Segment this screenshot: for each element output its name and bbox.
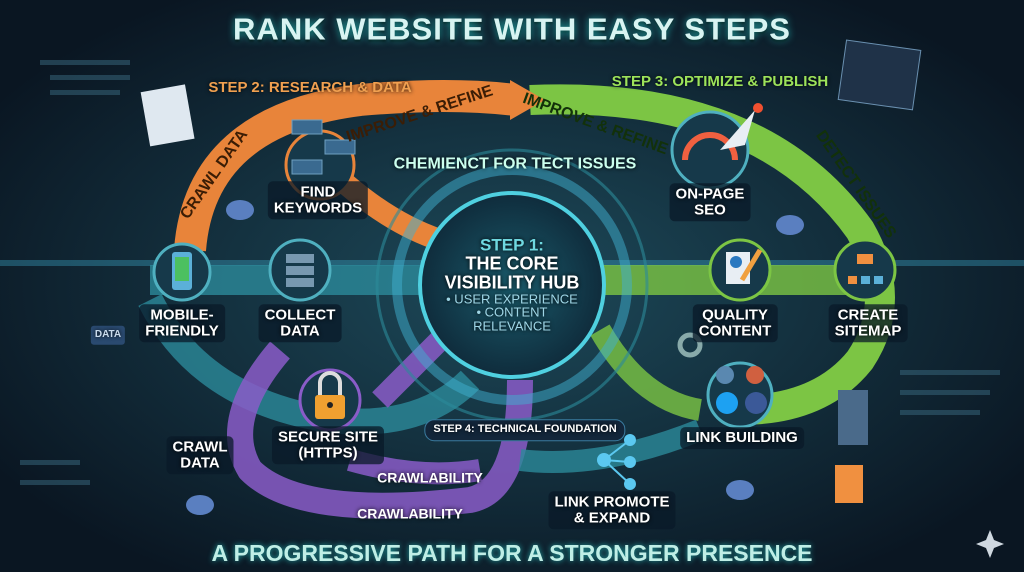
social-icons (716, 366, 767, 414)
hub-title-2: VISIBILITY HUB (444, 272, 580, 293)
hub-title-1: THE CORE (465, 253, 559, 274)
crawlability-label-1: CRAWLABILITY (377, 469, 483, 486)
node-link-building: LINK BUILDING (680, 427, 804, 449)
orange-path (174, 80, 517, 252)
document-edit-icon (726, 248, 763, 284)
code-background (20, 60, 1000, 485)
sparkle-icon (976, 530, 1004, 558)
step2-label: STEP 2: RESEARCH & DATA (208, 79, 412, 97)
file-icon (835, 465, 863, 503)
browser-window-icon (140, 84, 195, 147)
node-link-promote: LINK PROMOTE& EXPAND (548, 491, 676, 529)
node-secure-site: SECURE SITE(HTTPS) (271, 426, 385, 464)
share-icon (597, 434, 636, 490)
crawlability-label-2: CRAWLABILITY (357, 505, 463, 522)
step4-label: STEP 4: TECHNICAL FOUNDATION (424, 419, 626, 441)
hub-bullet-ux: • USER EXPERIENCE (446, 291, 578, 307)
code-window-icon (837, 39, 922, 111)
tagline: A PROGRESSIVE PATH FOR A STRONGER PRESEN… (211, 539, 813, 566)
node-mobile-friendly: MOBILE-FRIENDLY (139, 304, 225, 342)
arc-label-check-issues: CHEMIENCT FOR TECT ISSUES (393, 155, 637, 173)
hub-step-label: STEP 1: (480, 235, 544, 255)
database-icon (291, 119, 356, 175)
spider-icon (186, 200, 804, 515)
hub-bullet-content: • CONTENT (476, 304, 548, 320)
step3-label: STEP 3: OPTIMIZE & PUBLISH (611, 73, 829, 91)
server-rack-icon (838, 390, 868, 445)
hub-bullet-relevance: RELEVANCE (473, 318, 551, 334)
sitemap-icon (848, 254, 883, 284)
hub-content: STEP 1: THE CORE VISIBILITY HUB • USER E… (444, 235, 580, 334)
gear-icon (677, 332, 703, 358)
data-badge: DATA (90, 325, 126, 345)
server-icon (286, 254, 314, 287)
purple-path (227, 341, 533, 519)
page-title: RANK WEBSITE WITH EASY STEPS (233, 11, 791, 47)
hub-circle (418, 191, 606, 379)
lock-icon (315, 371, 345, 419)
speedometer-rocket-icon (682, 103, 763, 161)
